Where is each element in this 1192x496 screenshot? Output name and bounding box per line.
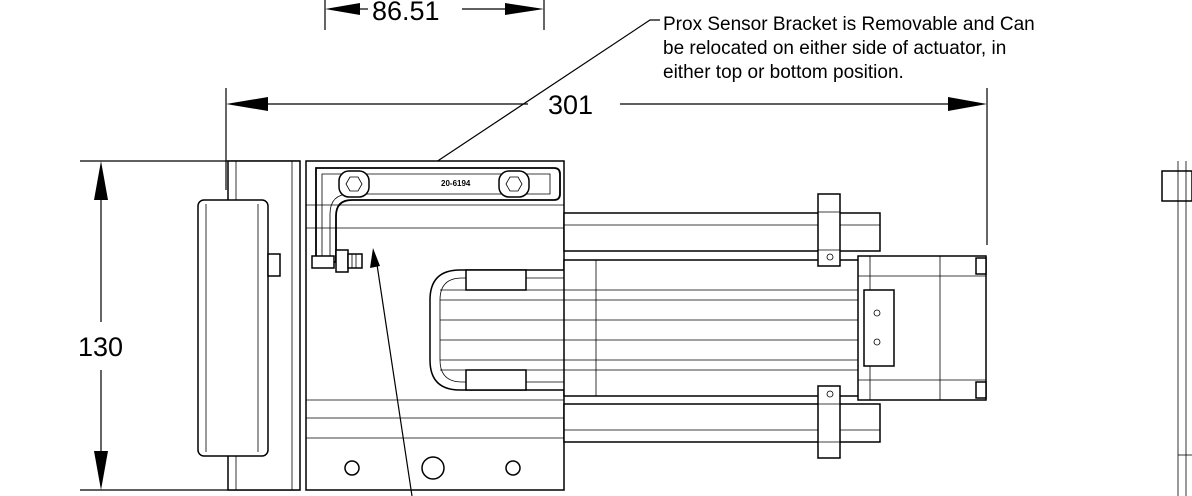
side-view-partial	[1161, 161, 1192, 496]
hex-bolt-icon	[498, 170, 530, 198]
dimension-top-width: 86.51	[324, 0, 545, 30]
dimension-overall-length-label: 301	[548, 90, 593, 120]
callout-line-1: Prox Sensor Bracket is Removable and Can	[663, 14, 1035, 35]
mount-hole-icon	[421, 456, 445, 480]
callout-line-2: be relocated on either side of actuator,…	[663, 38, 1006, 59]
bracket-part-number: 20-6194	[441, 179, 471, 188]
actuator-assembly	[197, 160, 987, 491]
prox-sensor-bracket: 20-6194	[311, 167, 561, 273]
sensor-leader	[370, 248, 413, 496]
mount-hole-icon	[505, 460, 521, 476]
dimension-height-label: 130	[78, 332, 123, 362]
callout-line-3: either top or bottom position.	[663, 62, 904, 83]
hex-bolt-icon	[338, 170, 370, 198]
mount-hole-icon	[344, 460, 360, 476]
dimension-overall-length: 301	[225, 88, 988, 245]
dimension-top-width-label: 86.51	[372, 0, 440, 26]
prox-sensor-callout: Prox Sensor Bracket is Removable and Can…	[405, 14, 1035, 183]
